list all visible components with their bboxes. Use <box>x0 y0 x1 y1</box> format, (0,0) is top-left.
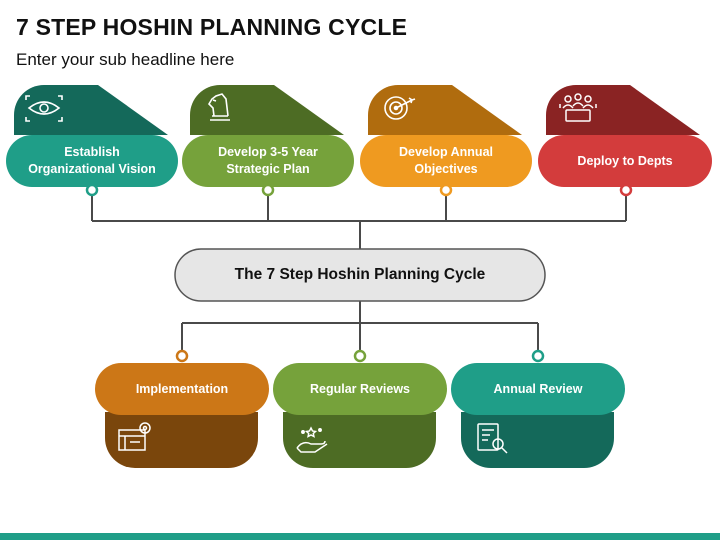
step-3-label: Develop Annual Objectives <box>399 145 493 176</box>
step-5-label: Implementation <box>135 381 229 396</box>
step-2-icon-tab <box>190 85 344 135</box>
target-arrow-icon <box>384 96 416 120</box>
step-3-connector-node <box>439 183 453 197</box>
bottom-connectors <box>181 301 539 350</box>
step-4-icon-tab <box>546 85 700 135</box>
center-pill <box>174 248 546 302</box>
step-6-connector-node <box>353 349 367 363</box>
hand-stars-icon <box>296 426 328 453</box>
step-3-pill <box>360 135 532 187</box>
chess-knight-icon <box>207 93 230 121</box>
step-4-pill <box>538 135 712 187</box>
step-3-group <box>360 85 532 197</box>
eye-target-icon <box>25 95 63 122</box>
step-7-icon-tab <box>461 412 614 468</box>
step-5-icon-tab <box>105 412 258 468</box>
step-7-group <box>451 349 625 468</box>
step-7-connector-node <box>531 349 545 363</box>
step-6-icon-tab <box>283 412 436 468</box>
gear-plan-icon <box>118 422 151 451</box>
step-1-label: Establish Organizational Vision <box>28 145 156 176</box>
step-5-group <box>95 349 269 468</box>
step-1-group <box>6 85 178 197</box>
step-2-label: Develop 3-5 Year Strategic Plan <box>218 145 318 176</box>
step-7-pill <box>451 363 625 415</box>
step-6-pill <box>273 363 447 415</box>
footer-accent-bar <box>0 533 720 540</box>
step-4-connector-node <box>619 183 633 197</box>
page-title: 7 STEP HOSHIN PLANNING CYCLE <box>16 14 408 40</box>
step-5-connector-node <box>175 349 189 363</box>
top-connectors <box>91 194 627 249</box>
step-4-group <box>538 85 712 197</box>
step-1-pill <box>6 135 178 187</box>
step-2-group <box>182 85 354 197</box>
step-2-connector-node <box>261 183 275 197</box>
step-5-pill <box>95 363 269 415</box>
step-3-icon-tab <box>368 85 522 135</box>
step-1-connector-node <box>85 183 99 197</box>
step-4-label: Deploy to Depts <box>577 153 673 168</box>
step-2-pill <box>182 135 354 187</box>
step-7-label: Annual Review <box>493 381 583 396</box>
document-search-icon <box>477 423 508 454</box>
team-icon <box>559 93 597 122</box>
step-6-group <box>273 349 447 468</box>
step-1-icon-tab <box>14 85 168 135</box>
center-label: The 7 Step Hoshin Planning Cycle <box>234 266 486 283</box>
step-6-label: Regular Reviews <box>309 381 411 396</box>
page-subtitle: Enter your sub headline here <box>16 50 235 69</box>
